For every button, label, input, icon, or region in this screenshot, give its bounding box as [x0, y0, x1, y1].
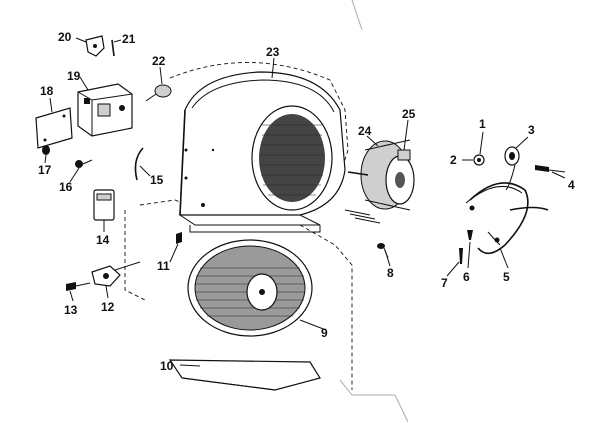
mounting-bracket [91, 261, 141, 287]
grommet-part [504, 146, 520, 191]
control-box-screw [75, 159, 93, 168]
screw-part [459, 230, 473, 264]
callout-19: 19 [67, 69, 81, 83]
bracket-screw [66, 282, 91, 291]
wire-harness [134, 147, 144, 181]
callout-21: 21 [122, 32, 136, 46]
callout-4: 4 [568, 178, 575, 192]
callout-2: 2 [450, 153, 457, 167]
callout-16: 16 [59, 180, 73, 194]
callout-25: 25 [402, 107, 416, 121]
callout-12: 12 [101, 300, 115, 314]
callout-3: 3 [528, 123, 535, 137]
terminal-pin [111, 39, 115, 57]
callout-9: 9 [321, 326, 328, 340]
callout-23: 23 [266, 45, 280, 59]
control-box [77, 83, 133, 137]
callout-18: 18 [40, 84, 54, 98]
motor-mount-arms [344, 209, 381, 224]
grommet-small [42, 145, 50, 155]
washer-part [473, 154, 485, 166]
spring-clip [176, 232, 182, 244]
blower-wheel [187, 239, 313, 337]
motor-terminal [397, 149, 411, 161]
capacitor [93, 189, 115, 221]
callout-5: 5 [503, 270, 510, 284]
leader-lines [44, 37, 566, 367]
background-guide-lines [339, 0, 409, 422]
callout-24: 24 [358, 124, 372, 138]
callout-6: 6 [463, 270, 470, 284]
callout-1: 1 [479, 117, 486, 131]
callout-8: 8 [387, 266, 394, 280]
blower-housing [178, 71, 346, 233]
callout-11: 11 [157, 259, 170, 273]
bottom-panel [168, 359, 321, 391]
callout-14: 14 [96, 233, 110, 247]
callout-10: 10 [160, 359, 174, 373]
inlet-grill-lines [260, 124, 324, 196]
assembly-dashed-outline [124, 62, 353, 390]
callout-labels: 1 2 3 4 5 6 7 8 9 10 11 12 13 14 15 16 1… [38, 30, 575, 373]
callout-15: 15 [150, 173, 164, 187]
cover-plate [35, 107, 73, 149]
callout-13: 13 [64, 303, 78, 317]
callout-17: 17 [38, 163, 52, 177]
callout-7: 7 [441, 276, 448, 290]
blower-motor [347, 139, 415, 211]
callout-22: 22 [152, 54, 166, 68]
wire-plug [145, 84, 172, 102]
motor-mount-band [465, 182, 549, 255]
callout-20: 20 [58, 30, 72, 44]
bolt-part [535, 165, 566, 173]
relay-part [85, 35, 105, 57]
